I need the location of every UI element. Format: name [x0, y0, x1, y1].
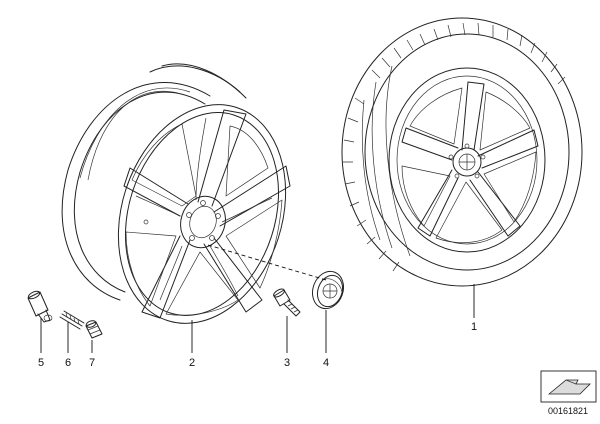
callout-rim: 2	[189, 357, 195, 369]
callout-valve-stem: 5	[38, 357, 44, 369]
callout-valve-cap: 7	[89, 357, 95, 369]
valve-cap-drawing	[85, 320, 103, 339]
reference-box	[540, 370, 597, 403]
wheel-bolt-drawing	[273, 288, 301, 317]
complete-wheel-drawing	[341, 17, 583, 287]
hub-cap-drawing	[311, 270, 345, 310]
rim-drawing	[61, 63, 291, 324]
callout-valve-core: 6	[65, 357, 71, 369]
reference-number: 00161821	[548, 406, 588, 416]
callout-hub-cap: 4	[323, 357, 329, 369]
valve-core-drawing	[59, 310, 85, 330]
callout-complete-wheel: 1	[471, 321, 477, 333]
valve-stem-drawing	[27, 290, 53, 323]
leader-lines	[40, 244, 475, 353]
callout-wheel-bolt: 3	[284, 357, 290, 369]
